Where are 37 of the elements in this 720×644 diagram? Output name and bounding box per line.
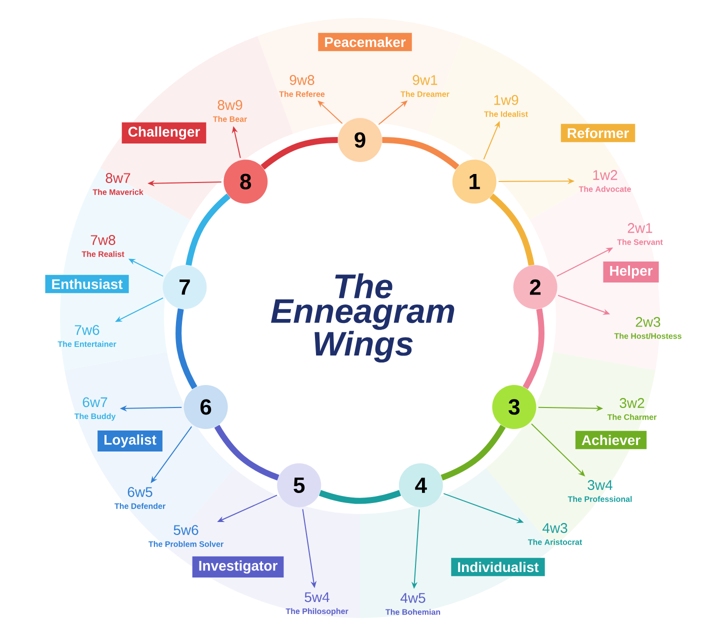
ring-segment <box>522 308 544 390</box>
ring-segment <box>176 308 198 390</box>
wing-label: 3w2 The Charmer <box>607 398 657 420</box>
wing-label: 5w4 The Philosopher <box>286 592 348 616</box>
wing-label: 4w3 The Aristocrat <box>528 523 582 545</box>
type-label: Challenger <box>122 122 206 144</box>
ring-segment <box>186 194 231 266</box>
ring-segment <box>440 424 506 480</box>
wing-label: 6w5 The Defender <box>114 487 166 509</box>
wing-label: 9w1 The Dreamer <box>400 75 450 97</box>
type-label: Achiever <box>575 430 647 450</box>
wing-label: 6w7 The Buddy <box>74 397 116 421</box>
type-label: Loyalist <box>98 430 162 452</box>
type-label: Individualist <box>451 558 545 576</box>
ring-segment <box>260 136 338 170</box>
wing-label: 2w1 The Servant <box>617 223 663 245</box>
ring-segment <box>319 490 401 504</box>
type-label: Investigator <box>192 556 284 578</box>
ring-segment <box>382 136 460 170</box>
wing-label: 2w3 The Host/Hostess <box>614 317 682 339</box>
ring-segment <box>214 424 280 480</box>
title: The Enneagram Wings <box>271 273 454 363</box>
wing-label: 7w6 The Entertainer <box>58 325 116 347</box>
wing-label: 5w6 The Problem Solver <box>148 525 224 547</box>
wing-label: 4w5 The Bohemian <box>386 593 440 615</box>
type-label: Reformer <box>560 124 636 142</box>
wing-label: 9w8 The Referee <box>279 75 325 97</box>
wing-label: 1w9 The Idealist <box>484 95 528 117</box>
wing-label: 3w4 The Professional <box>568 480 632 502</box>
type-label: Helper <box>603 261 659 282</box>
type-label: Enthusiast <box>45 274 129 294</box>
ring-segment <box>489 194 534 266</box>
type-label: Peacemaker <box>318 32 412 52</box>
wing-label: 7w8 The Realist <box>82 235 124 257</box>
wing-label: 8w7 The Maverick <box>92 173 144 195</box>
wing-label: 8w9 The Bear <box>212 100 247 122</box>
wing-label: 1w2 The Advocate <box>578 170 631 192</box>
